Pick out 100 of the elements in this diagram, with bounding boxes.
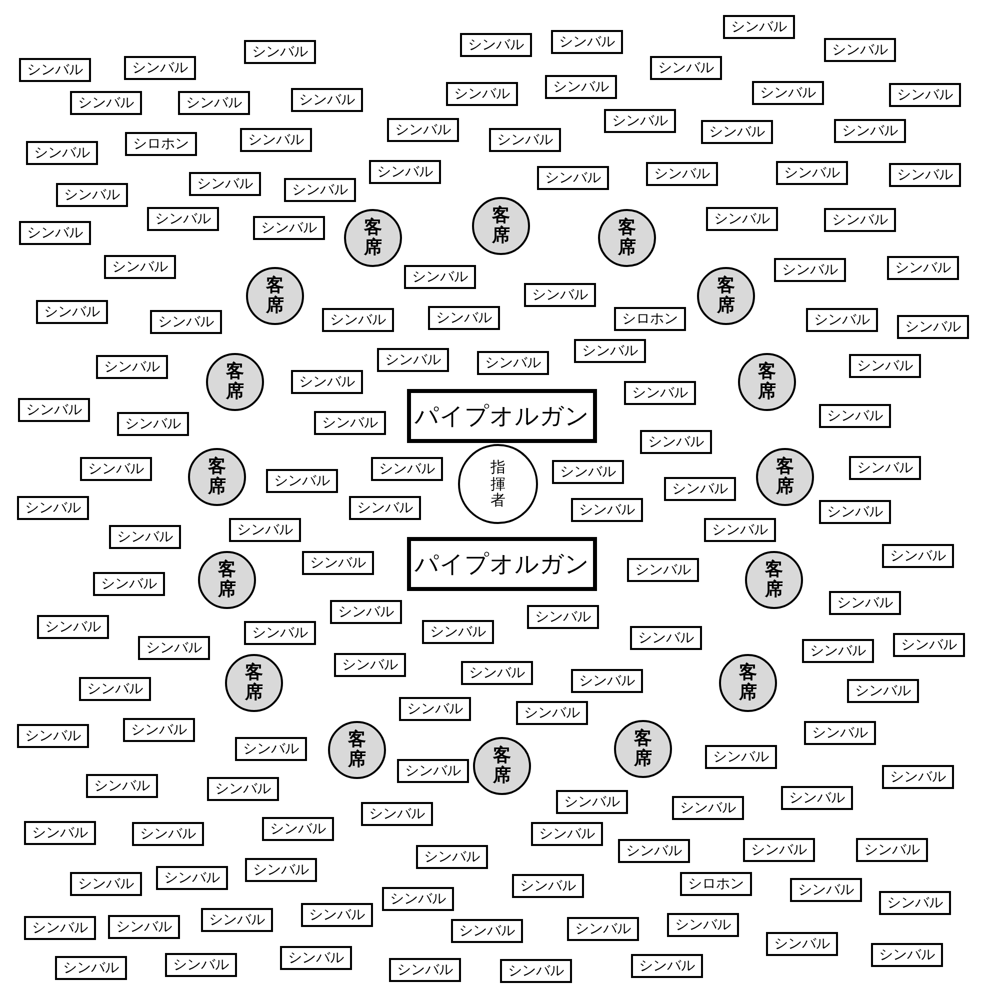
instrument-label: シンバル <box>446 82 518 106</box>
instrument-label: シロホン <box>125 132 197 156</box>
instrument-label: シンバル <box>123 718 195 742</box>
instrument-label: シンバル <box>752 81 824 105</box>
instrument-label: シンバル <box>377 348 449 372</box>
instrument-label: シンバル <box>266 469 338 493</box>
instrument-label: シンバル <box>705 745 777 769</box>
instrument-label: シンバル <box>382 887 454 911</box>
instrument-label: シンバル <box>743 838 815 862</box>
instrument-label: シンバル <box>291 88 363 112</box>
instrument-label: シンバル <box>512 874 584 898</box>
instrument-label: シンバル <box>889 163 961 187</box>
instrument-label: シンバル <box>235 737 307 761</box>
instrument-label: シンバル <box>117 412 189 436</box>
instrument-label: シンバル <box>124 56 196 80</box>
instrument-label: シンバル <box>624 381 696 405</box>
instrument-label: シンバル <box>882 765 954 789</box>
seating-circle: 客席 <box>719 654 777 712</box>
instrument-label: シンバル <box>245 858 317 882</box>
instrument-label: シンバル <box>802 639 874 663</box>
instrument-label: シンバル <box>640 430 712 454</box>
instrument-label: シンバル <box>897 315 969 339</box>
instrument-label: シンバル <box>551 30 623 54</box>
instrument-label: シンバル <box>280 946 352 970</box>
instrument-label: シンバル <box>80 457 152 481</box>
instrument-label: シンバル <box>361 802 433 826</box>
seating-circle: 客席 <box>246 267 304 325</box>
instrument-label: シロホン <box>614 307 686 331</box>
seating-circle: 客席 <box>472 197 530 255</box>
instrument-label: シンバル <box>604 109 676 133</box>
organ-box: パイプオルガン <box>407 537 597 591</box>
instrument-label: シンバル <box>36 300 108 324</box>
instrument-label: シンバル <box>371 457 443 481</box>
instrument-label: シンバル <box>545 75 617 99</box>
instrument-label: シンバル <box>19 221 91 245</box>
instrument-label: シンバル <box>189 172 261 196</box>
instrument-label: シンバル <box>422 620 494 644</box>
instrument-label: シンバル <box>369 160 441 184</box>
instrument-label: シンバル <box>104 255 176 279</box>
instrument-label: シンバル <box>79 677 151 701</box>
instrument-label: シンバル <box>567 917 639 941</box>
instrument-label: シンバル <box>500 959 572 983</box>
instrument-label: シンバル <box>86 774 158 798</box>
instrument-label: シンバル <box>556 790 628 814</box>
seating-circle: 客席 <box>756 448 814 506</box>
seating-circle: 客席 <box>598 209 656 267</box>
instrument-label: シンバル <box>819 500 891 524</box>
instrument-label: シンバル <box>824 208 896 232</box>
instrument-label: シンバル <box>650 56 722 80</box>
instrument-label: シンバル <box>706 207 778 231</box>
seating-circle: 客席 <box>225 654 283 712</box>
instrument-label: シンバル <box>389 958 461 982</box>
instrument-label: シンバル <box>531 822 603 846</box>
instrument-label: シンバル <box>871 943 943 967</box>
instrument-label: シンバル <box>524 283 596 307</box>
instrument-label: シンバル <box>334 653 406 677</box>
instrument-label: シンバル <box>18 398 90 422</box>
instrument-label: シンバル <box>229 518 301 542</box>
instrument-label: シンバル <box>847 679 919 703</box>
instrument-label: シンバル <box>627 558 699 582</box>
instrument-label: シンバル <box>672 796 744 820</box>
instrument-label: シンバル <box>824 38 896 62</box>
instrument-label: シンバル <box>701 120 773 144</box>
seating-circle: 客席 <box>614 720 672 778</box>
instrument-label: シンバル <box>244 40 316 64</box>
instrument-label: シンバル <box>156 866 228 890</box>
instrument-label: シンバル <box>207 777 279 801</box>
instrument-label: シンバル <box>93 572 165 596</box>
instrument-label: シンバル <box>201 908 273 932</box>
instrument-label: シンバル <box>527 605 599 629</box>
instrument-label: シンバル <box>397 759 469 783</box>
instrument-label: シンバル <box>132 822 204 846</box>
instrument-label: シンバル <box>451 919 523 943</box>
instrument-label: シンバル <box>284 178 356 202</box>
instrument-label: シンバル <box>26 141 98 165</box>
instrument-label: シンバル <box>178 91 250 115</box>
instrument-label: シンバル <box>819 404 891 428</box>
seating-circle: 客席 <box>198 551 256 609</box>
instrument-label: シンバル <box>646 162 718 186</box>
instrument-label: シンバル <box>314 411 386 435</box>
instrument-label: シンバル <box>262 817 334 841</box>
instrument-label: シンバル <box>56 183 128 207</box>
instrument-label: シンバル <box>790 878 862 902</box>
instrument-label: シンバル <box>37 615 109 639</box>
instrument-label: シンバル <box>165 953 237 977</box>
instrument-label: シンバル <box>240 128 312 152</box>
instrument-label: シンバル <box>399 697 471 721</box>
instrument-label: シンバル <box>882 544 954 568</box>
instrument-label: シンバル <box>147 207 219 231</box>
instrument-label: シンバル <box>806 308 878 332</box>
seating-circle: 客席 <box>188 448 246 506</box>
instrument-label: シンバル <box>301 903 373 927</box>
instrument-label: シンバル <box>330 600 402 624</box>
instrument-label: シンバル <box>428 306 500 330</box>
instrument-label: シンバル <box>17 724 89 748</box>
instrument-label: シンバル <box>489 128 561 152</box>
instrument-label: シンバル <box>516 701 588 725</box>
instrument-label: シンバル <box>574 339 646 363</box>
instrument-label: シンバル <box>537 166 609 190</box>
instrument-label: シンバル <box>19 58 91 82</box>
